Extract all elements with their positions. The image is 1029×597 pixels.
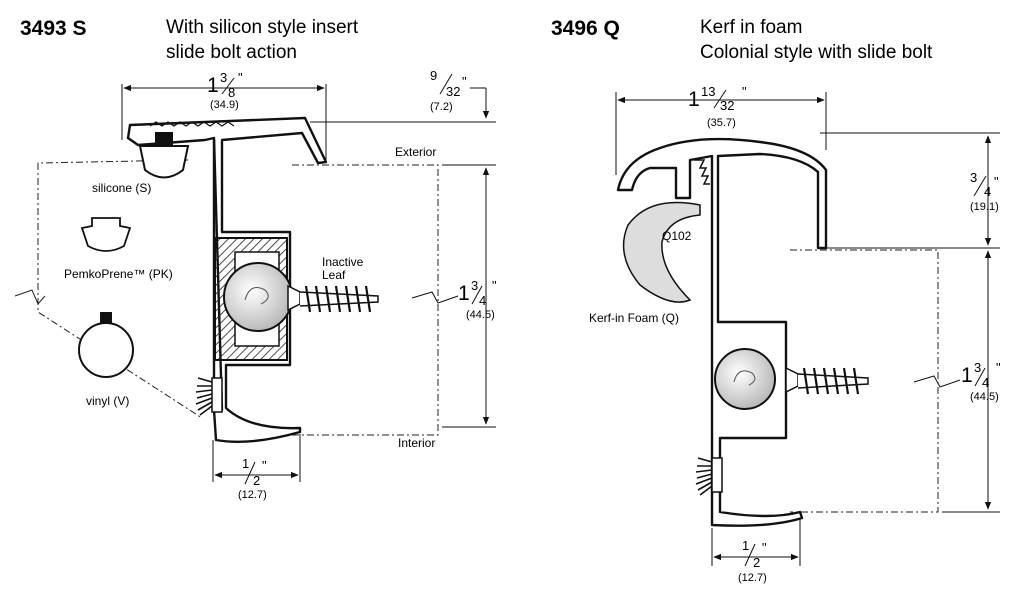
svg-text:32: 32 bbox=[446, 84, 460, 99]
left-dim-lip: 9 32 " (7.2) bbox=[310, 68, 496, 123]
svg-text:9: 9 bbox=[430, 68, 437, 83]
svg-text:": " bbox=[462, 74, 467, 89]
svg-text:3: 3 bbox=[974, 360, 981, 375]
right-kerf-teeth bbox=[694, 159, 710, 185]
left-serrations bbox=[149, 121, 235, 127]
svg-text:(12.7): (12.7) bbox=[238, 489, 267, 501]
right-dim-thickness: 1 3 4 " (44.5) bbox=[913, 250, 1001, 513]
left-break-line bbox=[14, 289, 46, 305]
svg-text:1: 1 bbox=[688, 88, 700, 111]
left-dim-half: 1 2 " (12.7) bbox=[212, 434, 301, 501]
svg-text:4: 4 bbox=[984, 184, 991, 199]
label-vinyl: vinyl (V) bbox=[86, 394, 129, 408]
svg-text:1: 1 bbox=[961, 364, 973, 387]
svg-text:(34.9): (34.9) bbox=[210, 99, 239, 111]
left-ball-swirl bbox=[244, 287, 269, 305]
svg-text:4: 4 bbox=[479, 293, 486, 308]
svg-text:": " bbox=[742, 84, 747, 99]
label-kerf-in-foam: Kerf-in Foam (Q) bbox=[589, 311, 679, 325]
svg-text:4: 4 bbox=[982, 375, 989, 390]
vinyl-insert-icon bbox=[78, 322, 134, 378]
label-inactive-line2: Leaf bbox=[322, 268, 346, 282]
right-astragal-profile bbox=[616, 137, 828, 527]
right-screw bbox=[785, 366, 869, 395]
svg-text:(35.7): (35.7) bbox=[707, 117, 736, 129]
svg-text:(19.1): (19.1) bbox=[970, 201, 999, 213]
left-slide-bolt-ball bbox=[223, 262, 293, 332]
right-brush-pile bbox=[695, 457, 723, 496]
pemkoprene-insert-icon bbox=[80, 217, 132, 252]
svg-text:": " bbox=[996, 360, 1001, 375]
right-door-outline bbox=[790, 249, 939, 513]
right-dim-lip: 3 4 " (19.1) bbox=[820, 132, 1000, 249]
svg-text:3: 3 bbox=[220, 70, 227, 85]
svg-text:": " bbox=[994, 174, 999, 189]
svg-text:2: 2 bbox=[253, 473, 260, 488]
left-description-line1: With silicon style insert bbox=[166, 17, 359, 38]
svg-text:(44.5): (44.5) bbox=[466, 309, 495, 321]
left-brush-pile bbox=[195, 377, 223, 416]
left-insert-options: silicone (S) PemkoPrene™ (PK) vinyl (V) bbox=[64, 181, 173, 408]
left-screw bbox=[287, 284, 379, 313]
left-dim-thickness: 1 3 4 " (44.5) bbox=[411, 164, 497, 428]
svg-text:": " bbox=[762, 540, 767, 555]
right-dim-width: 1 13 32 " (35.7) bbox=[615, 84, 827, 175]
label-exterior: Exterior bbox=[395, 145, 436, 159]
svg-text:(7.2): (7.2) bbox=[430, 101, 453, 113]
right-kerf-foam bbox=[622, 201, 701, 303]
svg-text:2: 2 bbox=[753, 555, 760, 570]
svg-text:": " bbox=[262, 458, 267, 473]
right-dim-half: 1 2 " (12.7) bbox=[711, 518, 801, 584]
right-ball-swirl bbox=[733, 370, 756, 386]
svg-text:3: 3 bbox=[970, 170, 977, 185]
svg-text:1: 1 bbox=[242, 456, 249, 471]
label-q102: Q102 bbox=[662, 229, 692, 243]
label-silicone: silicone (S) bbox=[92, 181, 151, 195]
right-slide-bolt-ball bbox=[714, 348, 776, 410]
svg-text:32: 32 bbox=[720, 98, 734, 113]
right-description-line1: Kerf in foam bbox=[700, 17, 802, 38]
svg-text:": " bbox=[492, 278, 497, 293]
svg-text:1: 1 bbox=[742, 538, 749, 553]
vinyl-insert-stem bbox=[100, 312, 112, 324]
svg-text:": " bbox=[238, 70, 243, 85]
right-model-number: 3496 Q bbox=[551, 17, 620, 40]
label-pemkoprene: PemkoPrene™ (PK) bbox=[64, 267, 173, 281]
left-silicone-insert bbox=[138, 145, 190, 179]
svg-text:(12.7): (12.7) bbox=[738, 572, 767, 584]
svg-text:8: 8 bbox=[228, 85, 235, 100]
right-drawing: 3496 Q Kerf in foam Colonial style with … bbox=[551, 17, 1001, 584]
left-dim-width: 1 3 8 " (34.9) bbox=[121, 70, 327, 160]
left-description-line2: slide bolt action bbox=[166, 42, 297, 63]
right-description-line2: Colonial style with slide bolt bbox=[700, 42, 933, 63]
left-drawing: 3493 S With silicon style insert slide b… bbox=[14, 17, 497, 501]
label-inactive-line1: Inactive bbox=[322, 255, 364, 269]
svg-text:13: 13 bbox=[701, 84, 715, 99]
svg-text:3: 3 bbox=[471, 278, 478, 293]
left-insert-stem bbox=[155, 132, 173, 146]
svg-text:1: 1 bbox=[207, 74, 219, 97]
svg-text:1: 1 bbox=[458, 282, 470, 305]
left-model-number: 3493 S bbox=[20, 17, 87, 40]
label-interior: Interior bbox=[398, 436, 435, 450]
svg-text:(44.5): (44.5) bbox=[970, 391, 999, 403]
